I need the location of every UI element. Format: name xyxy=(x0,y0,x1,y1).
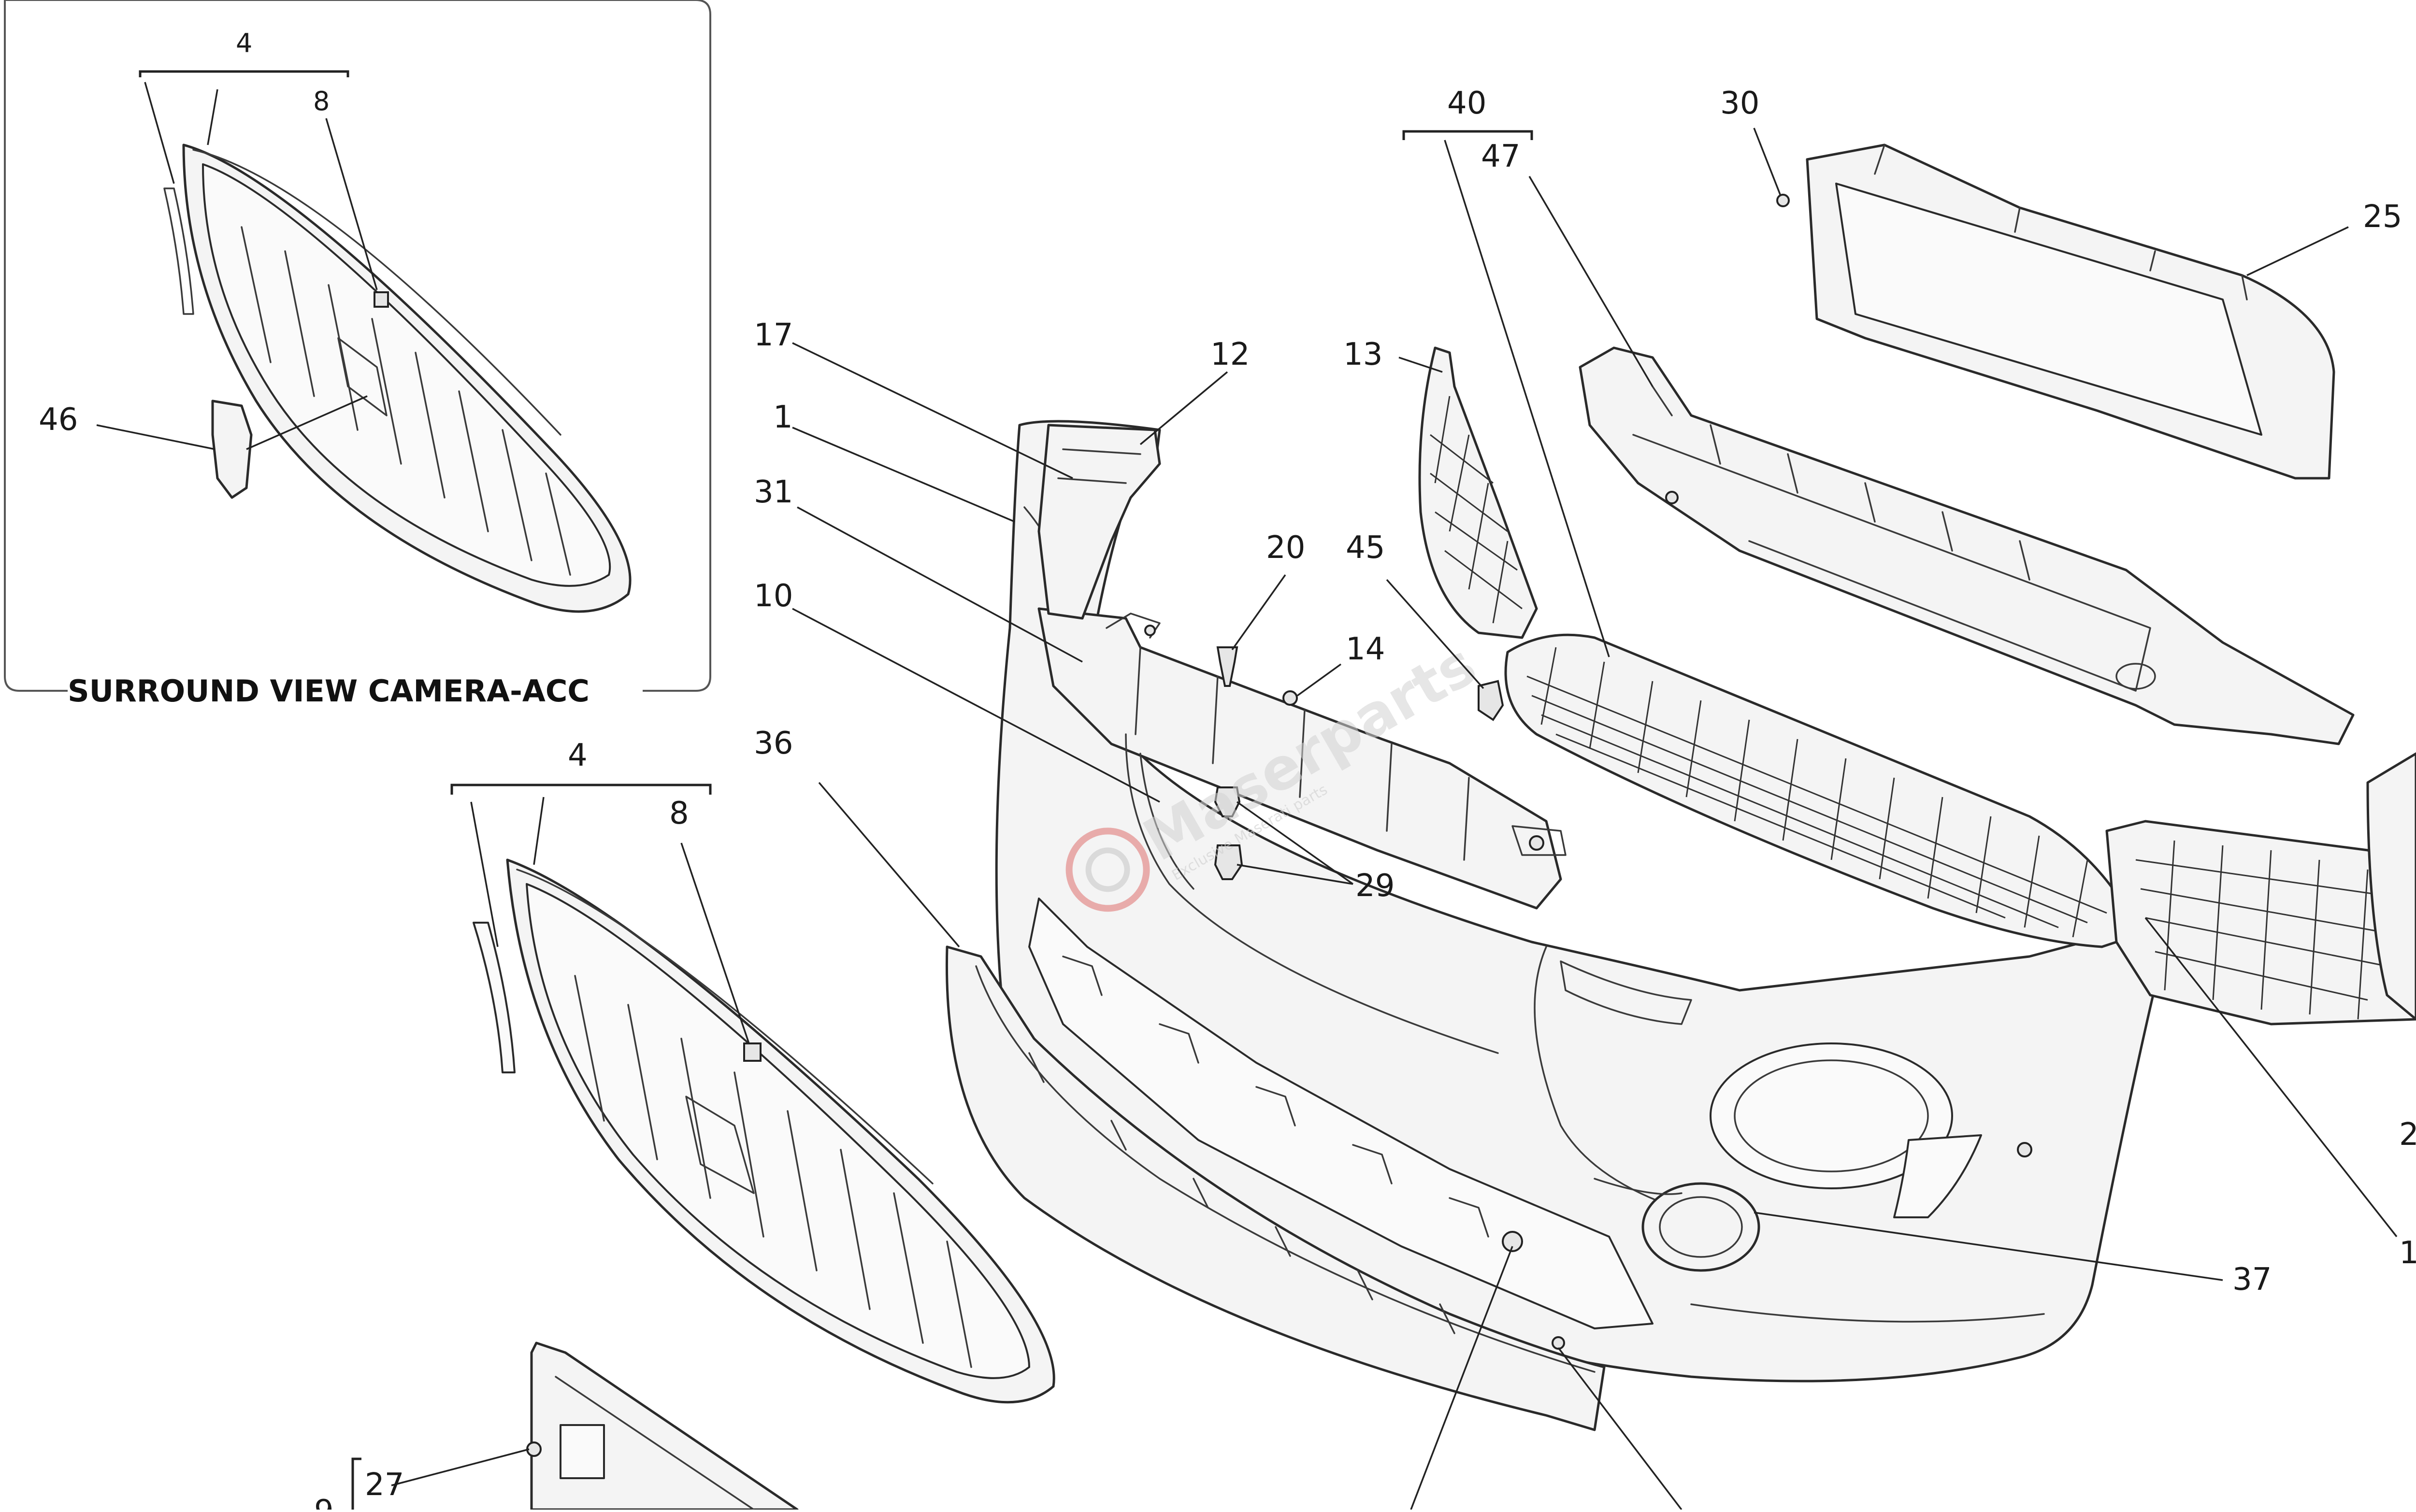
screw-part-14 xyxy=(1282,690,1298,706)
bracket-27-group xyxy=(351,1457,361,1510)
inset-callout-4: 4 xyxy=(236,28,252,58)
under-tray-part-10 xyxy=(1028,898,1654,1329)
bracket-40 xyxy=(1402,130,1533,140)
fog-lamp-opening xyxy=(1710,1042,1953,1189)
callout-17: 17 xyxy=(754,317,793,353)
bracket-4 xyxy=(450,784,712,795)
callout-14: 14 xyxy=(1346,631,1385,667)
callout-27: 27 xyxy=(365,1467,404,1503)
side-grille-insert-part-13 xyxy=(1418,346,1538,639)
callout-12: 12 xyxy=(1210,337,1250,372)
inset-callout-46: 46 xyxy=(39,402,78,438)
lower-grille-right xyxy=(2105,752,2416,1026)
callout-47: 47 xyxy=(1481,139,1520,174)
callout-labels: 40 47 30 25 17 12 13 1 31 20 45 14 10 36… xyxy=(314,86,2416,1512)
inset-camera-bracket-part-46 xyxy=(211,399,253,499)
callout-1: 1 xyxy=(773,399,793,435)
inset-title: SURROUND VIEW CAMERA-ACC xyxy=(68,673,590,709)
inner-frame-part-25 xyxy=(1776,143,2335,480)
inset-surround-view-camera: SURROUND VIEW CAMERA-ACC 4 8 46 xyxy=(4,0,711,709)
callout-13: 13 xyxy=(1343,337,1382,372)
callout-30: 30 xyxy=(1720,86,1759,121)
side-bracket-part-12 xyxy=(1037,424,1161,620)
clip-part-8 xyxy=(743,1042,762,1062)
callout-25: 25 xyxy=(2363,199,2402,235)
callout-1-partial: 1 xyxy=(2399,1235,2416,1271)
callout-37: 37 xyxy=(2232,1262,2272,1298)
callout-9-partial: 9 xyxy=(314,1494,334,1510)
callout-10: 10 xyxy=(754,578,793,614)
callout-40: 40 xyxy=(1447,86,1486,121)
callout-20: 20 xyxy=(1266,530,1305,566)
callout-4: 4 xyxy=(568,738,588,773)
bumper-reinforcement-part-31 xyxy=(1037,607,1567,1054)
callout-2-partial: 2 xyxy=(2399,1117,2416,1153)
callout-29: 29 xyxy=(1355,868,1395,904)
license-plate-bracket xyxy=(526,1341,799,1511)
inset-callout-8: 8 xyxy=(313,86,330,116)
clip-lower-1 xyxy=(1502,1231,1523,1252)
callout-36: 36 xyxy=(754,726,793,761)
callout-8: 8 xyxy=(669,796,689,831)
inset-grille-part-4 xyxy=(163,143,632,613)
screw-part-20 xyxy=(1216,646,1238,687)
hardware-fasteners xyxy=(1214,646,1565,1350)
leader-lines xyxy=(391,128,2398,1511)
clip-part-45 xyxy=(1478,680,1504,721)
main-grille-part-4 xyxy=(473,858,1055,1404)
callout-45: 45 xyxy=(1346,530,1385,566)
inset-clip-part-8 xyxy=(374,291,389,308)
callout-31: 31 xyxy=(754,474,793,510)
lower-spoiler-part-36 xyxy=(945,945,1606,1431)
gear-ring-icon xyxy=(1065,827,1150,912)
nut-part-29a xyxy=(1214,786,1241,817)
clip-lower-2 xyxy=(1552,1336,1565,1350)
nut-part-29b xyxy=(1214,844,1243,880)
inset-frame xyxy=(4,0,711,692)
upper-grille-mesh-part-40 xyxy=(1504,633,2147,948)
grille-frame-part-47 xyxy=(1579,346,2355,745)
